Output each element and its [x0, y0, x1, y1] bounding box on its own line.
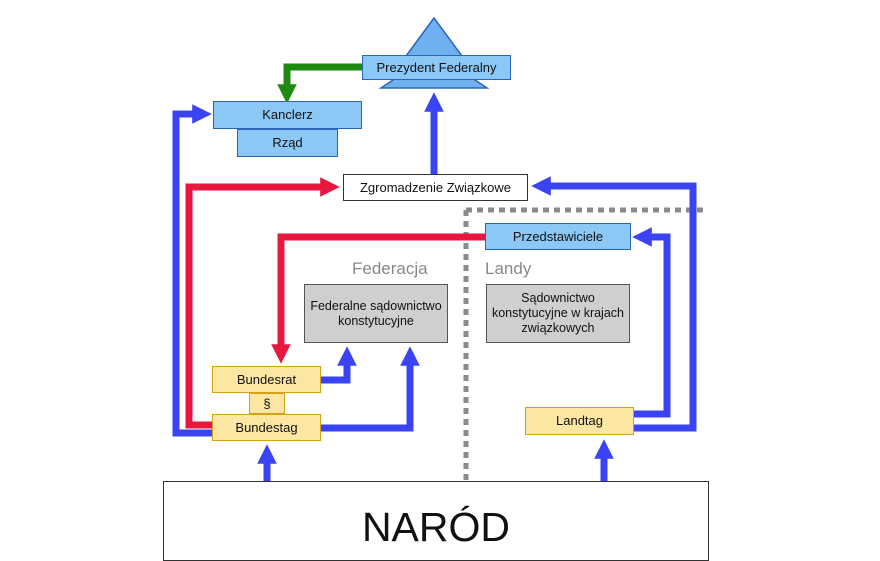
government-label: Rząd — [272, 135, 303, 150]
arrow-bundestag-to-chancellor — [172, 104, 212, 437]
president-box: Prezydent Federalny — [362, 55, 511, 80]
arrow-bundestag-to-assembly — [185, 177, 340, 429]
president-label: Prezydent Federalny — [376, 59, 497, 75]
federal-court-box: Federalne sądownictwo konstytucyjne — [304, 284, 448, 343]
paragraph-box: § — [249, 393, 285, 414]
diagram-canvas — [172, 16, 706, 481]
federal-assembly-box: Zgromadzenie Związkowe — [343, 174, 528, 201]
arrow-president-to-chancellor — [277, 63, 362, 104]
state-court-label: Sądownictwo konstytucyjne w krajach zwią… — [491, 291, 624, 335]
arrow-landtag-to-assembly — [531, 176, 697, 432]
representatives-box: Przedstawiciele — [485, 223, 631, 250]
landtag-label: Landtag — [556, 413, 603, 428]
arrow-bundestag-to-court — [321, 346, 420, 432]
federation-region-label: Federacja — [352, 259, 428, 278]
arrow-landtag-to-representatives — [632, 227, 671, 418]
arrow-bundesrat-to-court — [321, 346, 357, 384]
president-triangle — [404, 16, 464, 57]
chancellor-box: Kanclerz — [213, 101, 362, 129]
state-court-box: Sądownictwo konstytucyjne w krajach zwią… — [486, 284, 630, 343]
arrow-representatives-to-bundesrat — [271, 233, 485, 364]
bundestag-box: Bundestag — [212, 414, 321, 441]
states-region-label: Landy — [485, 259, 532, 278]
representatives-label: Przedstawiciele — [512, 228, 604, 244]
federal-court-label: Federalne sądownictwo konstytucyjne — [310, 298, 442, 328]
chancellor-label: Kanclerz — [262, 107, 313, 122]
people-label: NARÓD — [361, 504, 511, 550]
bundesrat-label: Bundesrat — [236, 371, 297, 387]
federation-states-divider — [463, 207, 706, 481]
paragraph-label: § — [263, 395, 271, 411]
government-box: Rząd — [237, 129, 338, 157]
federal-assembly-label: Zgromadzenie Związkowe — [359, 179, 511, 195]
bundesrat-box: Bundesrat — [212, 366, 321, 393]
landtag-box: Landtag — [525, 407, 634, 435]
bundestag-label: Bundestag — [235, 419, 298, 435]
people-box: NARÓD — [163, 481, 709, 561]
